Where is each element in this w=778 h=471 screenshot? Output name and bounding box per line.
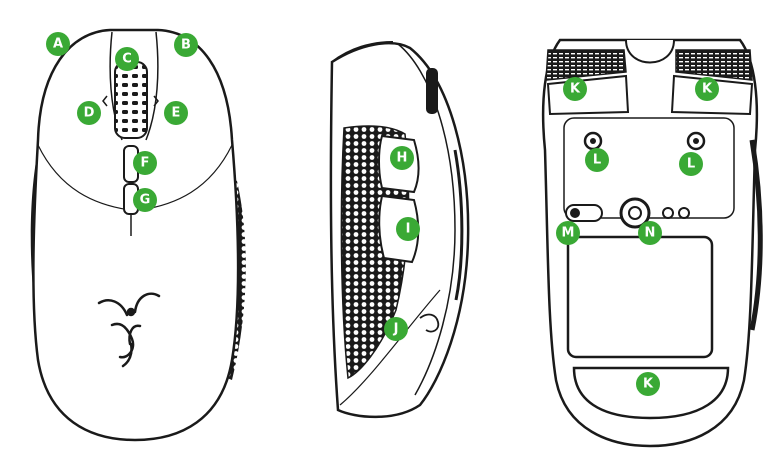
mouse-top-body [32,28,240,442]
svg-text:G: G [140,193,151,208]
razer-snake-logo-icon [97,292,161,368]
callout-g: G [133,188,157,212]
svg-text:J: J [393,322,399,337]
svg-text:M: M [562,226,575,241]
svg-text:I: I [406,222,411,237]
side-top-ridge [397,43,456,396]
callout-a: A [46,32,70,56]
tilt-right-chevron [153,95,159,107]
bottom-right-edge-grip [749,139,763,331]
svg-text:K: K [643,377,654,392]
callout-d: D [77,101,101,125]
callout-i: I [396,217,420,241]
scroll-wheel [114,61,148,139]
bottom-left-mesh [545,49,627,81]
callout-l-left: L [585,148,609,172]
svg-text:L: L [687,157,695,172]
svg-text:H: H [397,151,408,166]
svg-text:N: N [645,226,656,241]
callout-k-left: K [563,77,587,101]
svg-text:L: L [593,153,601,168]
svg-text:A: A [53,37,63,52]
svg-text:K: K [702,82,713,97]
callout-j: J [384,317,408,341]
callout-n: N [638,221,662,245]
svg-text:E: E [172,106,181,121]
callout-b: B [174,33,198,57]
callout-k-right: K [695,77,719,101]
side-lower-edge [339,289,441,406]
side-right-strip [453,149,464,301]
left-button-shoulder [37,144,131,211]
callout-m: M [556,221,580,245]
right-button-edge [145,31,159,141]
callout-e: E [164,101,188,125]
callout-k-bottom: K [636,372,660,396]
profile-indicator-2 [678,207,690,219]
side-logo-mark [419,313,440,333]
callout-c: C [115,47,139,71]
svg-text:F: F [141,156,150,171]
bottom-right-mesh [675,49,753,81]
right-side-grip [218,150,246,380]
callouts: A B C D E F G H [46,32,719,396]
dock-plate [566,235,714,359]
callout-h: H [390,146,414,170]
bottom-front-notch [625,39,675,64]
callout-f: F [133,151,157,175]
callout-l-right: L [679,152,703,176]
svg-text:B: B [181,38,191,53]
svg-text:D: D [84,106,95,121]
mouse-top-view [30,28,246,442]
tilt-left-chevron [102,95,108,107]
svg-text:C: C [122,52,132,67]
profile-indicator-1 [662,207,674,219]
side-scroll-wheel [426,68,438,114]
svg-text:K: K [570,82,581,97]
